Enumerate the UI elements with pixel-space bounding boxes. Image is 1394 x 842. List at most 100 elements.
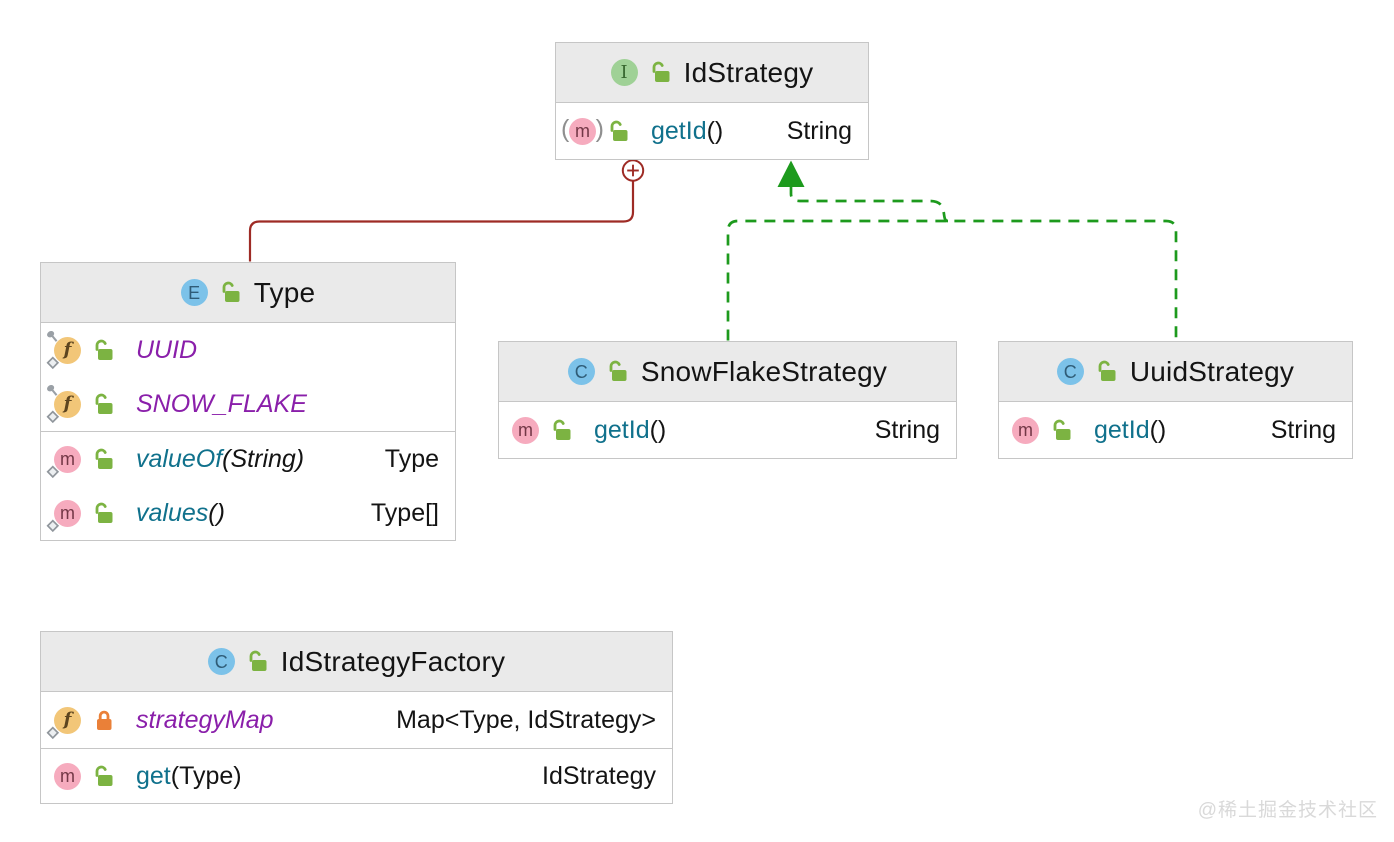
method-params: (String) xyxy=(222,444,305,473)
abstract-paren: ) xyxy=(595,114,604,143)
method-row-getid[interactable]: ( m ) getId() String xyxy=(556,103,868,159)
abstract-method-icon: ( m ) xyxy=(561,116,604,145)
method-icon-letter: m xyxy=(60,449,75,469)
interface-icon: I xyxy=(610,59,638,86)
class-header-idstrategy[interactable]: I IdStrategy xyxy=(556,43,868,102)
final-diamond-overlay-icon xyxy=(46,356,60,369)
method-params: () xyxy=(208,498,225,527)
enum-icon-letter: E xyxy=(188,282,201,303)
inner-class-anchor-icon xyxy=(621,159,645,182)
static-diamond-overlay-icon xyxy=(46,519,60,532)
class-box-idstrategy[interactable]: I IdStrategy ( m ) getId() xyxy=(555,42,869,160)
method-params: () xyxy=(706,116,724,145)
method-name: values xyxy=(136,498,209,527)
public-open-lock-icon xyxy=(609,360,627,381)
class-icon: C xyxy=(207,648,235,675)
method-row-valueof[interactable]: m valueOf(String) Type xyxy=(41,432,455,486)
field-name: UUID xyxy=(136,335,198,364)
class-box-idstrategyfactory[interactable]: C IdStrategyFactory f strat xyxy=(40,631,673,804)
interface-icon-letter: I xyxy=(620,61,628,83)
static-method-icon: m xyxy=(46,445,81,478)
method-row-getid[interactable]: m getId() String xyxy=(999,402,1352,458)
implements-arrowhead-icon xyxy=(777,160,805,187)
final-diamond-overlay-icon xyxy=(46,410,60,423)
method-icon-letter: m xyxy=(518,420,533,440)
class-header-type[interactable]: E Type xyxy=(41,263,455,322)
class-box-uuidstrategy[interactable]: C UuidStrategy m getId() String xyxy=(998,341,1353,459)
method-return-type: String xyxy=(1270,415,1336,444)
method-params: (Type) xyxy=(170,761,242,790)
abstract-paren: ( xyxy=(561,114,570,143)
enum-constant-field-icon: f xyxy=(46,330,81,369)
final-diamond-overlay-icon xyxy=(46,726,60,739)
method-name: getId xyxy=(651,116,707,145)
class-header-snowflakestrategy[interactable]: C SnowFlakeStrategy xyxy=(499,342,956,401)
class-title: UuidStrategy xyxy=(1129,355,1295,387)
static-method-icon: m xyxy=(46,499,81,532)
public-open-lock-icon xyxy=(652,61,670,82)
method-icon-letter: m xyxy=(60,503,75,523)
public-open-lock-icon xyxy=(95,393,113,414)
method-icon: m xyxy=(512,416,539,444)
method-row-values[interactable]: m values() Type[] xyxy=(41,486,455,540)
public-open-lock-icon xyxy=(95,448,113,469)
method-name: valueOf xyxy=(136,444,223,473)
public-open-lock-icon xyxy=(610,120,628,141)
class-icon: C xyxy=(1056,358,1084,385)
method-icon-letter: m xyxy=(60,766,75,786)
static-diamond-overlay-icon xyxy=(46,465,60,478)
field-name: strategyMap xyxy=(136,705,274,734)
method-icon: m xyxy=(1012,416,1039,444)
public-open-lock-icon xyxy=(95,765,113,786)
public-open-lock-icon xyxy=(553,419,571,440)
field-row-snow-flake[interactable]: f SNOW_FLAKE xyxy=(41,377,455,431)
watermark-text: @稀土掘金技术社区 xyxy=(1197,800,1378,821)
field-icon-letter: f xyxy=(63,339,72,360)
method-return-type: Type[] xyxy=(370,498,439,527)
method-params: () xyxy=(649,415,667,444)
class-icon: C xyxy=(567,358,595,385)
field-name: SNOW_FLAKE xyxy=(136,389,307,418)
edge-uuid-implements xyxy=(789,187,949,223)
method-row-get[interactable]: m get(Type) IdStrategy xyxy=(41,749,672,803)
edge-snowflake-implements xyxy=(726,219,1178,341)
method-return-type: IdStrategy xyxy=(542,761,656,790)
class-box-type[interactable]: E Type f xyxy=(40,262,456,541)
public-open-lock-icon xyxy=(95,502,113,523)
pin-overlay-icon xyxy=(47,384,58,396)
class-header-idstrategyfactory[interactable]: C IdStrategyFactory xyxy=(41,632,672,691)
enum-constant-field-icon: f xyxy=(46,384,81,423)
enum-icon: E xyxy=(180,279,208,306)
method-row-getid[interactable]: m getId() String xyxy=(499,402,956,458)
public-open-lock-icon xyxy=(95,339,113,360)
field-row-strategymap[interactable]: f strategyMap Map<Type, IdStrategy> xyxy=(41,692,672,748)
class-header-uuidstrategy[interactable]: C UuidStrategy xyxy=(999,342,1352,401)
class-box-snowflakestrategy[interactable]: C SnowFlakeStrategy m getId() Stri xyxy=(498,341,957,459)
public-open-lock-icon xyxy=(249,650,267,671)
method-return-type: String xyxy=(786,116,852,145)
pin-overlay-icon xyxy=(47,330,58,342)
field-row-uuid[interactable]: f UUID xyxy=(41,323,455,377)
method-name: getId xyxy=(1094,415,1150,444)
class-icon-letter: C xyxy=(574,361,588,382)
method-icon: m xyxy=(54,762,81,790)
class-title: IdStrategyFactory xyxy=(280,645,506,677)
class-icon-letter: C xyxy=(1063,361,1077,382)
field-type: Map<Type, IdStrategy> xyxy=(396,705,656,734)
method-name: get xyxy=(136,761,171,790)
class-title: SnowFlakeStrategy xyxy=(640,355,888,387)
edge-type-to-idstrategy xyxy=(248,181,635,262)
method-return-type: String xyxy=(874,415,940,444)
private-closed-lock-icon xyxy=(97,710,112,730)
field-icon-letter: f xyxy=(63,393,72,414)
class-title: IdStrategy xyxy=(683,56,814,88)
class-icon-letter: C xyxy=(214,651,228,672)
public-open-lock-icon xyxy=(1098,360,1116,381)
final-field-icon: f xyxy=(46,706,81,739)
method-name: getId xyxy=(594,415,650,444)
method-icon-letter: m xyxy=(575,121,590,141)
public-open-lock-icon xyxy=(222,281,240,302)
method-icon-letter: m xyxy=(1018,420,1033,440)
public-open-lock-icon xyxy=(1053,419,1071,440)
method-return-type: Type xyxy=(384,444,439,473)
